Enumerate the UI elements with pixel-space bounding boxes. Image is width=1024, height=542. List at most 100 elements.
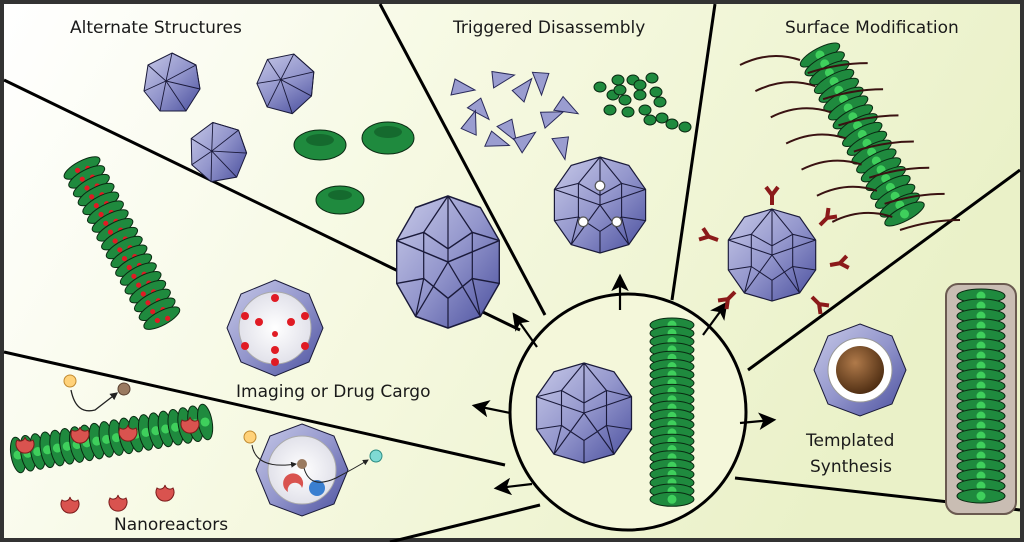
antibody xyxy=(810,295,830,315)
product-particle xyxy=(117,382,131,396)
label-templated-line2: Synthesis xyxy=(810,457,892,477)
enzyme-rod xyxy=(9,403,214,514)
label-surface-modification: Surface Modification xyxy=(785,18,959,38)
enzyme-capsid xyxy=(255,423,349,517)
rod-subunit xyxy=(593,81,607,93)
rod-bead xyxy=(976,441,986,451)
separator-alternate-disassembly xyxy=(378,3,547,316)
capsid-fragment xyxy=(496,118,518,143)
substrate-particle xyxy=(63,374,77,388)
rod-bead xyxy=(976,471,986,481)
reaction-arrow xyxy=(70,389,119,412)
porous-capsid xyxy=(553,156,647,254)
rod-bead xyxy=(976,421,986,431)
label-templated-line1: Templated xyxy=(805,431,894,451)
polymer-strand xyxy=(853,140,914,153)
capsid-fragment xyxy=(491,70,516,89)
rod-subunit xyxy=(638,104,652,116)
capsid-fragment xyxy=(450,78,477,96)
antibody xyxy=(717,290,737,310)
polymer-strand xyxy=(884,192,945,205)
polymer-strand xyxy=(807,62,868,75)
capsid-fragment xyxy=(552,95,580,115)
capsid-fragment xyxy=(531,71,550,97)
rod-bead xyxy=(976,331,986,341)
rod-bead xyxy=(976,311,986,321)
separator-disassembly-surface xyxy=(670,3,717,301)
capsid-fragment xyxy=(466,97,490,121)
rod-subunit xyxy=(633,89,647,101)
separator-surface-templated xyxy=(747,168,1021,372)
polymer-strand xyxy=(838,114,899,127)
polymer-strand xyxy=(831,211,893,223)
enzyme xyxy=(118,424,138,442)
rod-bead xyxy=(900,209,910,219)
rod-bead xyxy=(976,401,986,411)
separator-nanoreactors-bottom xyxy=(389,503,541,542)
rod-bead xyxy=(976,391,986,401)
substrate-particle-2 xyxy=(243,430,257,444)
polymer-strand xyxy=(739,55,801,66)
rod-bead xyxy=(976,411,986,421)
antibody xyxy=(829,254,850,270)
label-alternate-structures: Alternate Structures xyxy=(70,18,242,38)
rod-subunit xyxy=(611,74,625,86)
elongated-capsid xyxy=(395,195,501,329)
label-triggered-disassembly: Triggered Disassembly xyxy=(452,18,645,38)
rod-bead xyxy=(976,291,986,301)
disk-rings xyxy=(293,121,415,215)
reaction-arrow-3 xyxy=(303,459,369,483)
reaction-arrow-2 xyxy=(251,444,297,468)
rod-subunit xyxy=(645,72,659,84)
capsid-fragment xyxy=(551,136,570,161)
rod-bead xyxy=(976,491,986,501)
capsid-fragment xyxy=(484,130,511,147)
rod-bead xyxy=(200,417,210,427)
rod-bead xyxy=(976,431,986,441)
capsid-fragment xyxy=(511,77,533,103)
rod-bead xyxy=(976,351,986,361)
antibody-capsid xyxy=(727,208,817,302)
product-particle-2 xyxy=(369,449,383,463)
separator-imaging-nanoreactors xyxy=(3,350,506,467)
capsid-fragment xyxy=(460,109,477,136)
capsid-fragment xyxy=(539,111,565,129)
antibody xyxy=(818,207,838,227)
rod-subunit xyxy=(678,121,692,133)
templated-capsid xyxy=(813,323,907,417)
rod-subunit xyxy=(653,96,667,108)
enzyme xyxy=(15,436,35,454)
rod-subunit xyxy=(643,114,657,126)
rod-subunit xyxy=(613,84,627,96)
rod-bead xyxy=(976,461,986,471)
antibody xyxy=(698,227,719,242)
polymer-strand xyxy=(785,133,847,145)
arrow-to-imaging xyxy=(471,400,511,418)
polymer-strand xyxy=(899,219,961,231)
antibodies xyxy=(698,185,850,315)
arrow-to-nanoreactors xyxy=(493,477,533,496)
rod-bead xyxy=(667,494,677,504)
arrow-to-templated xyxy=(739,412,777,430)
polymer-coated-rod xyxy=(739,42,961,231)
rod-bead xyxy=(976,301,986,311)
arrow-to-surface xyxy=(702,301,728,336)
rod-subunit xyxy=(665,118,679,130)
polymer-strand xyxy=(770,107,832,119)
rod-bead xyxy=(976,361,986,371)
rod-bead xyxy=(976,321,986,331)
cargo-rod xyxy=(63,156,181,330)
central-rod xyxy=(649,317,695,507)
polymer-strand xyxy=(822,88,884,101)
rod-subunit xyxy=(633,79,647,91)
rod-bead xyxy=(976,371,986,381)
rod-bead xyxy=(976,381,986,391)
polymer-strand xyxy=(801,159,862,171)
rod-bead xyxy=(976,451,986,461)
rod-subunit xyxy=(603,104,617,116)
polymer-strand xyxy=(754,81,816,93)
rod-subunit xyxy=(649,86,663,98)
templated-rod xyxy=(956,288,1006,504)
